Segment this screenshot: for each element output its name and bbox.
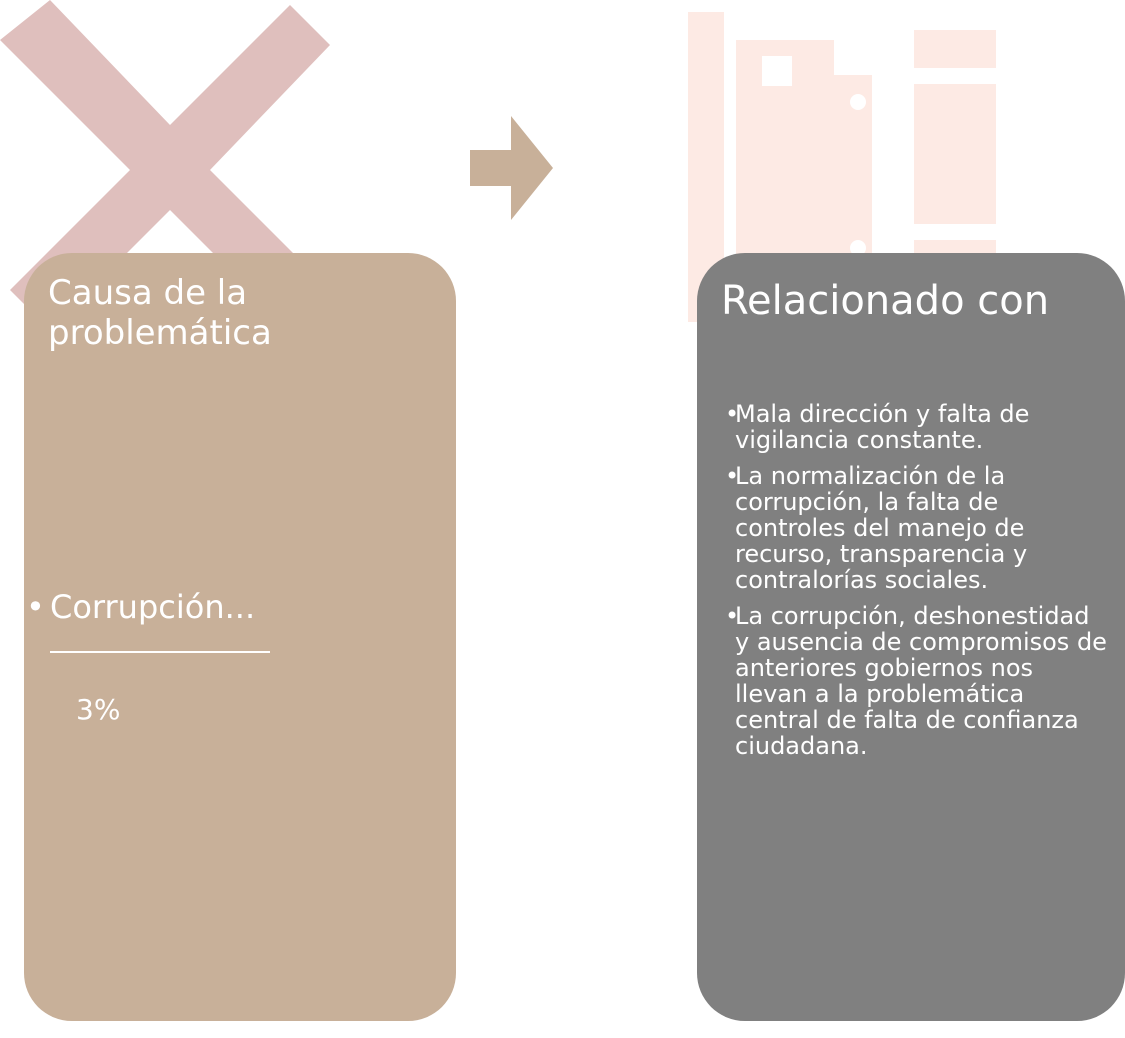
related-list-item: • La normalización de la corrupción, la …: [721, 463, 1109, 593]
related-item-text: La normalización de la corrupción, la fa…: [735, 462, 1028, 594]
right-arrow-icon: [470, 116, 553, 220]
bullet-dot-icon: •: [26, 588, 45, 626]
cause-bullet-text: Corrupción...: [50, 588, 256, 626]
cause-percentage: 3%: [76, 693, 121, 726]
cause-card-title: Causa de la problemática: [48, 273, 272, 353]
x-mark-icon: [0, 0, 330, 330]
related-card: Relacionado con • Mala dirección y falta…: [697, 253, 1125, 1021]
related-list: • Mala dirección y falta de vigilancia c…: [721, 401, 1109, 759]
related-list-item: • La corrupción, deshonestidad y ausenci…: [721, 603, 1109, 759]
related-item-text: La corrupción, deshonestidad y ausencia …: [735, 602, 1107, 760]
bullet-dot-icon: •: [725, 400, 740, 428]
related-card-title: Relacionado con: [721, 278, 1050, 324]
cause-card-body: • Corrupción... 3%: [24, 587, 456, 727]
cause-bullet-item: • Corrupción...: [24, 587, 456, 627]
cause-card: Causa de la problemática • Corrupción...…: [24, 253, 456, 1021]
related-item-text: Mala dirección y falta de vigilancia con…: [735, 400, 1030, 454]
bullet-dot-icon: •: [725, 602, 740, 630]
bullet-dot-icon: •: [725, 462, 740, 490]
related-list-item: • Mala dirección y falta de vigilancia c…: [721, 401, 1109, 453]
underline-divider: [50, 651, 270, 653]
